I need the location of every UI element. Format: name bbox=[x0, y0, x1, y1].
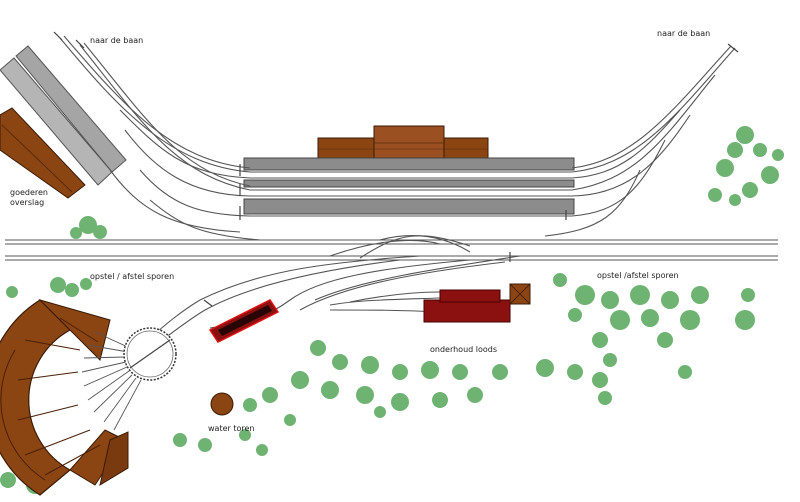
platform-2 bbox=[243, 179, 575, 188]
label-sidings-left: opstel / afstel sporen bbox=[90, 272, 175, 281]
siding-branch-3 bbox=[314, 255, 521, 301]
stall-tracks bbox=[81, 331, 142, 431]
goods-platform-2 bbox=[15, 45, 127, 173]
approach-right-2 bbox=[571, 74, 716, 191]
siding-branch-1 bbox=[149, 255, 421, 339]
label-sidings-right: opstel /afstel sporen bbox=[597, 271, 679, 280]
platform-1 bbox=[243, 157, 575, 171]
maintenance-shed bbox=[423, 283, 531, 323]
platforms bbox=[243, 157, 575, 215]
switch-marks bbox=[53, 31, 739, 307]
label-to-line-right: naar de baan bbox=[657, 29, 711, 38]
goods-shed bbox=[0, 45, 127, 199]
approach-left-1 bbox=[59, 37, 572, 173]
tree-cluster-left-mid bbox=[6, 216, 107, 298]
water-tower bbox=[210, 392, 234, 416]
roundhouse bbox=[0, 298, 129, 496]
label-goods-shed-1: goederen bbox=[10, 188, 48, 197]
approach-right-1 bbox=[571, 47, 736, 173]
tree-cluster-right-top bbox=[708, 126, 784, 206]
station-building bbox=[317, 125, 489, 161]
label-goods-shed-2: overslag bbox=[10, 198, 45, 207]
goods-shed-roof bbox=[0, 107, 86, 199]
trees bbox=[0, 126, 784, 494]
platform-3 bbox=[243, 198, 575, 215]
locomotive bbox=[208, 299, 280, 343]
label-to-line-left: naar de baan bbox=[90, 36, 144, 45]
label-maintenance-shed: onderhoud loods bbox=[430, 345, 498, 354]
turntable bbox=[123, 327, 177, 381]
tree-cluster-right-mid bbox=[553, 273, 755, 348]
label-water-tower: water toren bbox=[208, 424, 255, 433]
approach-left-2 bbox=[79, 44, 572, 191]
maintenance-lead bbox=[329, 297, 441, 306]
tree-cluster-bottom bbox=[173, 340, 692, 456]
